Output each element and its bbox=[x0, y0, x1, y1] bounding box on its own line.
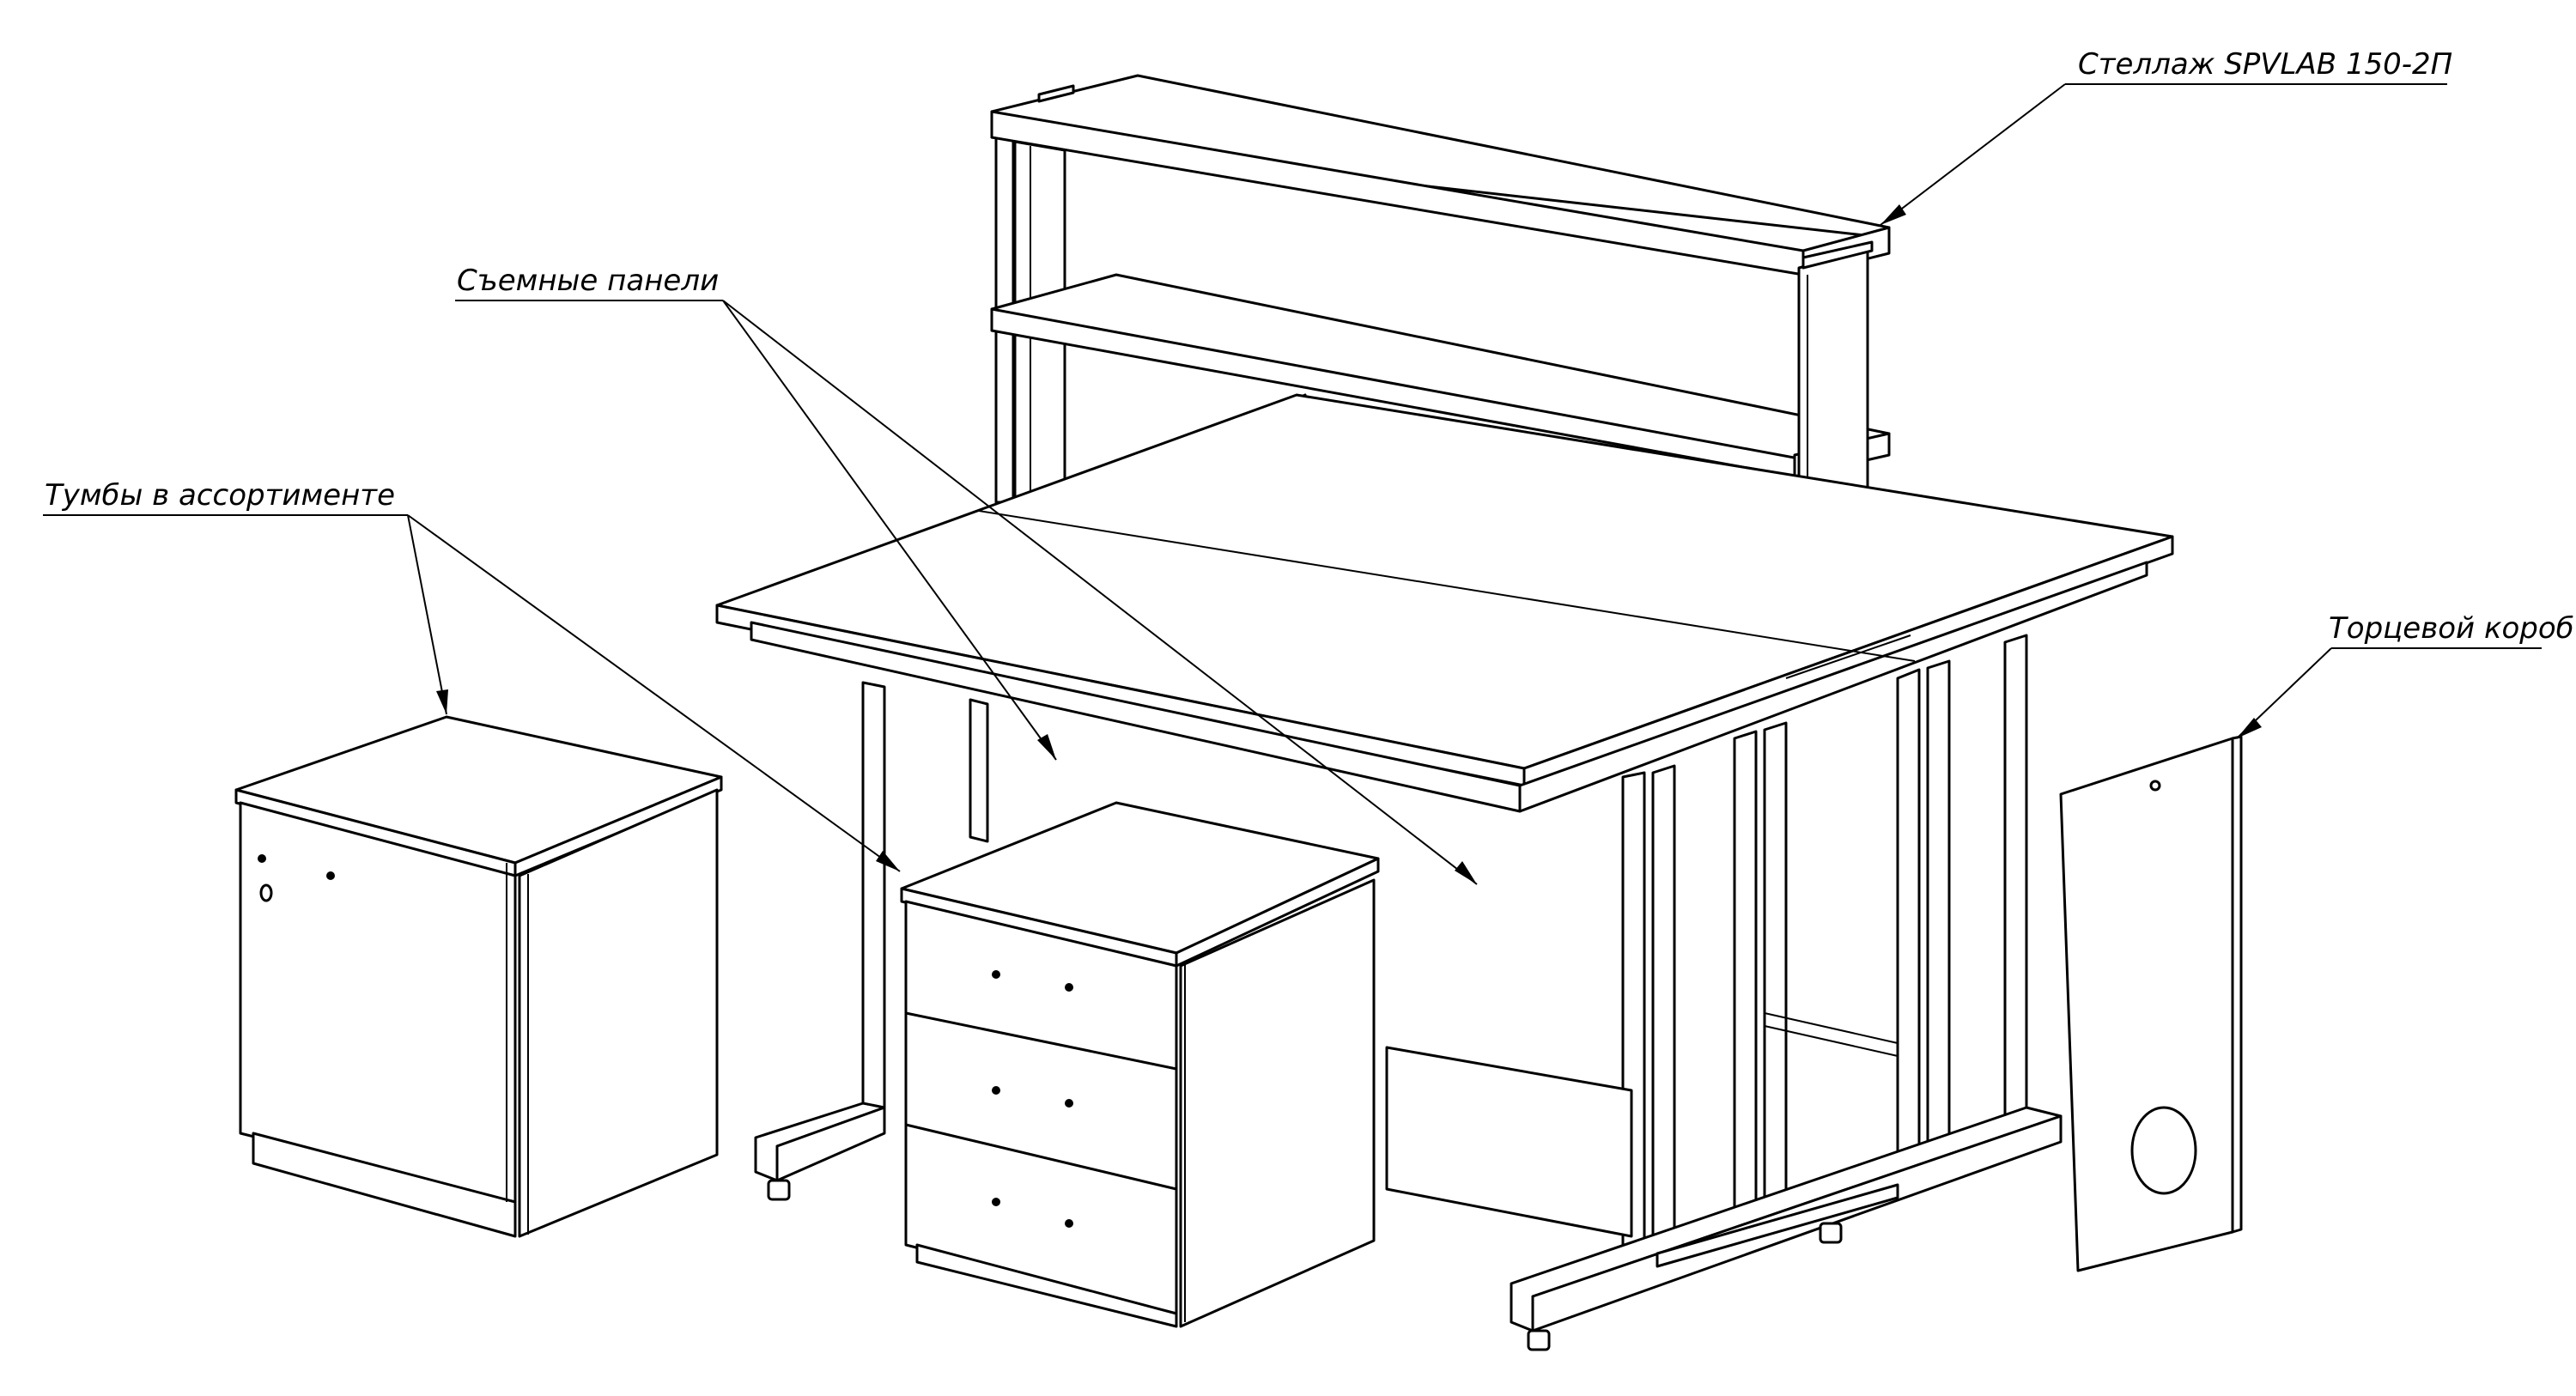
cabinet-door bbox=[234, 715, 723, 1238]
callout-rack-label: Стеллаж SPVLAB 150-2П bbox=[2078, 47, 2453, 82]
callout-cabinets-label: Тумбы в ассортименте bbox=[45, 478, 396, 513]
callout-end-box-label: Торцевой короб bbox=[2329, 611, 2574, 646]
cabinet-drawers bbox=[900, 801, 1380, 1328]
callout-leaders bbox=[43, 83, 2542, 885]
lab-table bbox=[715, 393, 2174, 1351]
end-box-panel bbox=[2059, 735, 2243, 1272]
callout-panels-label: Съемные панели bbox=[457, 264, 720, 298]
